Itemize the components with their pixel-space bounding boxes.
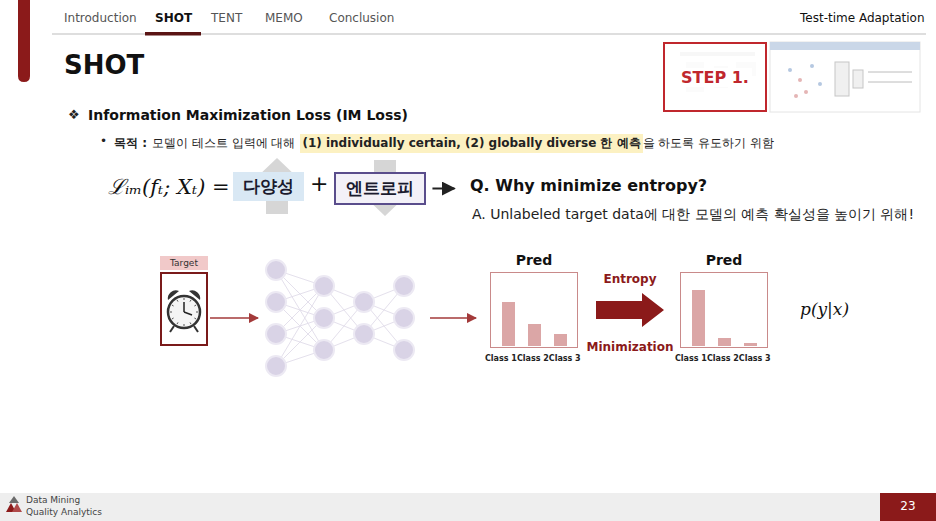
- active-tab-underline: [145, 32, 201, 36]
- accent-bar: [18, 0, 30, 82]
- entropy-term: 엔트로피: [334, 172, 426, 205]
- class-label: Class 1: [485, 354, 517, 363]
- footer-band: [0, 493, 936, 521]
- class-label: Class 3: [739, 354, 771, 363]
- formula-term: 엔트로피: [346, 177, 414, 200]
- step-label: STEP 1.: [678, 68, 752, 87]
- highlight-text: (1) individually certain, (2) globally d…: [300, 134, 642, 153]
- class-label: Class 2: [517, 354, 549, 363]
- nav-tab: TENT: [211, 11, 242, 25]
- page-number-box: [880, 493, 936, 521]
- formula-term: 다양성: [243, 175, 294, 198]
- block-arrow: [596, 293, 664, 327]
- class-label: Class 1: [675, 354, 707, 363]
- label-text: •: [100, 134, 107, 148]
- label-text: Q. Why minimize entropy?: [470, 176, 707, 195]
- input-arrow: [210, 317, 258, 319]
- axis-labels: Class 1Class 2Class 3: [485, 354, 581, 363]
- input-label: Target: [160, 256, 208, 270]
- logo-text: Data Mining: [26, 495, 80, 505]
- nav-tab: SHOT: [155, 11, 192, 25]
- probability-bars: [681, 273, 766, 346]
- step-thumbnail: STEP 1.: [663, 42, 767, 112]
- nav-tab: Conclusion: [329, 11, 394, 25]
- slide-title: SHOT: [64, 50, 144, 80]
- edge-label: Entropy: [603, 272, 656, 286]
- label-text: A. Unlabeled target data에 대한 모델의 예측 확실성을…: [472, 206, 914, 224]
- bullet-text: 을 하도록 유도하기 위함: [643, 135, 774, 152]
- logo-text: Quality Analytics: [26, 507, 102, 517]
- section-name: Test-time Adaptation: [800, 11, 925, 25]
- probability-bars: [491, 273, 576, 346]
- nav-tab: MEMO: [265, 11, 303, 25]
- target-input: Target: [160, 272, 208, 346]
- chart-title: Pred: [681, 252, 767, 268]
- logo-mark: [6, 496, 22, 512]
- formula: p(y|x): [800, 299, 849, 319]
- formula: ℒᵢₘ(fₜ; Xₜ) =: [108, 172, 230, 200]
- bullet-text: 모델이 테스트 입력에 대해: [152, 135, 295, 152]
- neural-network: [266, 260, 414, 376]
- label-text: Information Maximization Loss (IM Loss): [88, 107, 408, 123]
- nav-tab: Introduction: [64, 11, 137, 25]
- chart-title: Pred: [491, 252, 577, 268]
- label-text: ❖: [68, 107, 80, 122]
- class-label: Class 2: [707, 354, 739, 363]
- prediction-chart: PredClass 1Class 2Class 3: [490, 272, 578, 348]
- bullet-line: 목적 : 모델이 테스트 입력에 대해 (1) individually certa…: [114, 134, 774, 153]
- bullet-text: 목적 :: [114, 135, 147, 152]
- label-text: +: [310, 171, 328, 196]
- formula-arrow: [432, 188, 454, 190]
- page-number: 23: [900, 499, 915, 513]
- output-arrow: [430, 317, 476, 319]
- prediction-chart: PredClass 1Class 2Class 3: [680, 272, 768, 348]
- alarm-clock-icon: [162, 274, 206, 344]
- diversity-term: 다양성: [233, 172, 304, 201]
- label-text: Minimization: [586, 340, 673, 354]
- class-label: Class 3: [549, 354, 581, 363]
- axis-labels: Class 1Class 2Class 3: [675, 354, 771, 363]
